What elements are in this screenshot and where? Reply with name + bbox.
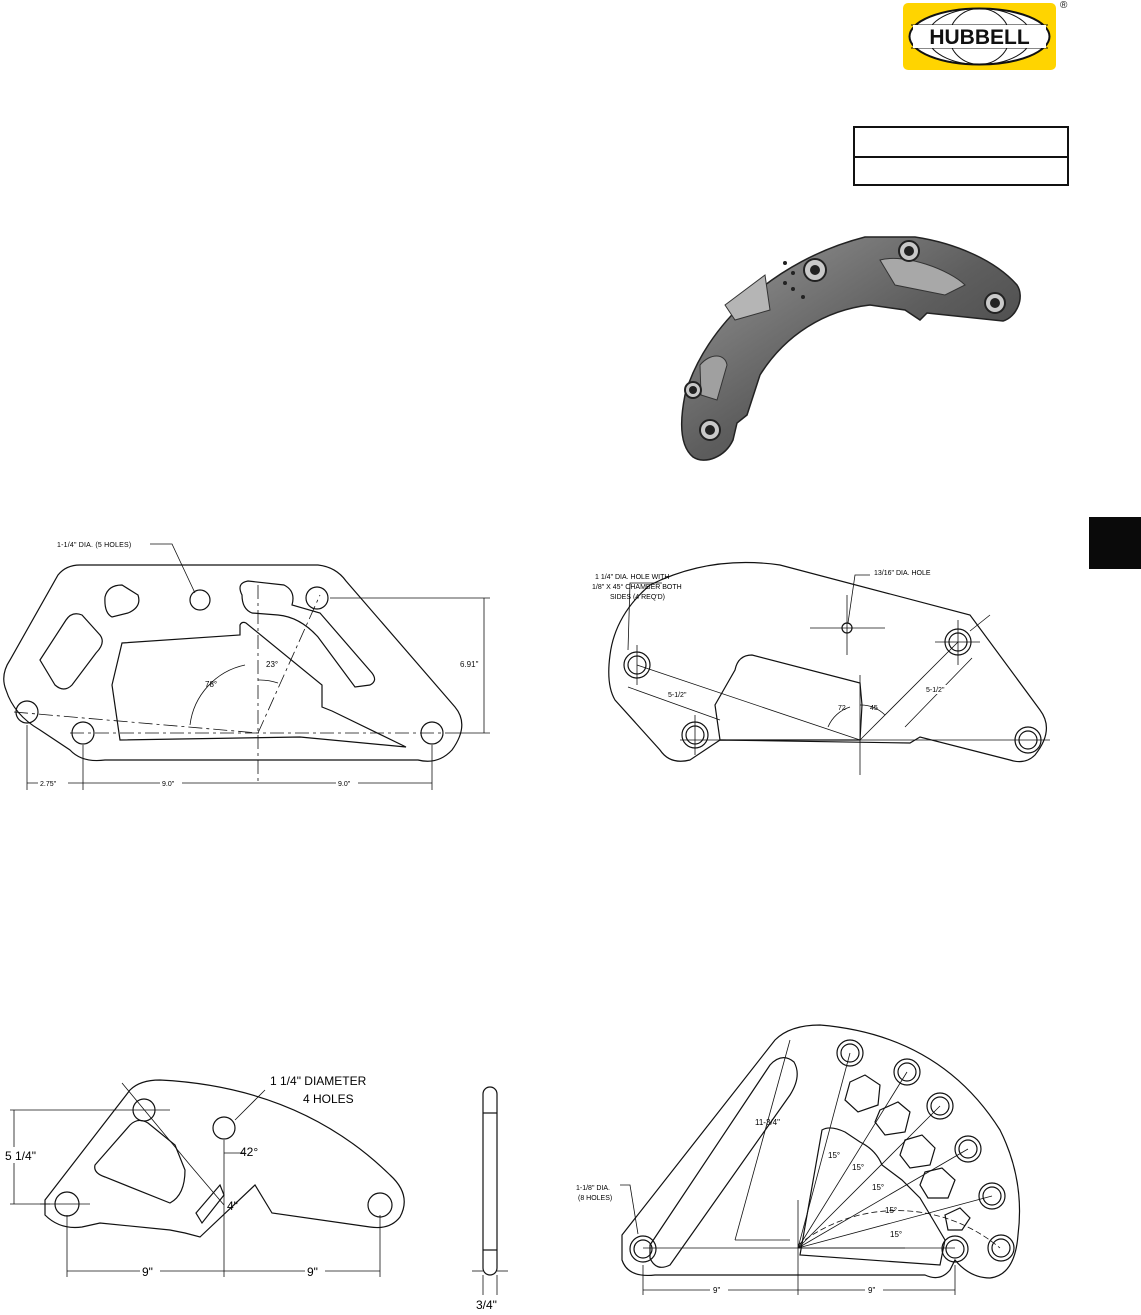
d1-dim-mid: 9.0" xyxy=(162,781,175,788)
d1-angle-b: 23° xyxy=(266,660,278,669)
d3-hole-note-line1: 1 1/4" DIAMETER xyxy=(270,1074,367,1088)
registered-mark: ® xyxy=(1060,0,1068,11)
d2-hole-note-line2: 1/8" X 45° CHAMBER BOTH xyxy=(592,583,682,591)
d3-dim-right: 9" xyxy=(307,1265,318,1279)
hubbell-logo: HUBBELL xyxy=(903,3,1056,70)
d4-radius: 11-3/4" xyxy=(755,1118,780,1127)
d2-small-hole-note: 13/16" DIA. HOLE xyxy=(874,570,931,577)
d4-angle-4: 15° xyxy=(885,1206,897,1215)
d3-height: 5 1/4" xyxy=(5,1149,36,1163)
d4-hole-note-line2: (8 HOLES) xyxy=(578,1195,612,1202)
d3-thickness: 3/4" xyxy=(476,1298,497,1312)
title-box-row-bottom xyxy=(855,156,1067,186)
d4-angle-1: 15° xyxy=(828,1151,840,1160)
d4-angle-2: 15° xyxy=(852,1163,864,1172)
d3-angle: 42° xyxy=(240,1145,258,1159)
title-box xyxy=(853,126,1069,186)
d4-angle-3: 15° xyxy=(872,1183,884,1192)
d2-angle-a: 72 xyxy=(838,705,846,712)
product-photo xyxy=(680,236,1021,461)
section-tab-marker xyxy=(1089,517,1141,569)
d4-hole-note-line1: 1-1/8" DIA. xyxy=(576,1185,610,1192)
d2-angle-b: 45 xyxy=(870,705,878,712)
d4-angle-5: 15° xyxy=(890,1230,902,1239)
d4-dim-left: 9" xyxy=(713,1286,720,1295)
d1-dim-right: 9.0" xyxy=(338,781,351,788)
brand-name: HUBBELL xyxy=(929,26,1029,49)
d3-dim-left: 9" xyxy=(142,1265,153,1279)
d1-height: 6.91" xyxy=(460,660,479,669)
drawing-3: 1 1/4" DIAMETER 4 HOLES 5 1/4" 42° 4" 9"… xyxy=(4,1074,508,1312)
d2-dim-right: 5-1/2" xyxy=(926,687,945,694)
d1-dim-left: 2.75" xyxy=(40,781,57,788)
d2-hole-note-line3: SIDES (4 REQ'D) xyxy=(610,594,665,601)
d4-dim-right: 9" xyxy=(868,1286,875,1295)
d1-hole-note: 1-1/4" DIA. (5 HOLES) xyxy=(57,542,131,549)
d2-hole-note-line1: 1 1/4" DIA. HOLE WITH xyxy=(595,574,669,581)
title-box-row-top xyxy=(855,128,1067,156)
d2-dim-left: 5-1/2" xyxy=(668,692,687,699)
drawing-2: 1 1/4" DIA. HOLE WITH 1/8" X 45° CHAMBER… xyxy=(592,561,1050,775)
d3-hole-note-line2: 4 HOLES xyxy=(303,1092,354,1106)
drawing-4: 11-3/4" 15° 15° 15° 15° 15° 1-1/8" DIA. … xyxy=(576,1024,1021,1295)
d1-angle-a: 78° xyxy=(205,680,217,689)
drawing-1: 1-1/4" DIA. (5 HOLES) 78° 23° 6.91" 2.75… xyxy=(3,542,490,790)
d3-dim-slot: 4" xyxy=(227,1199,238,1213)
